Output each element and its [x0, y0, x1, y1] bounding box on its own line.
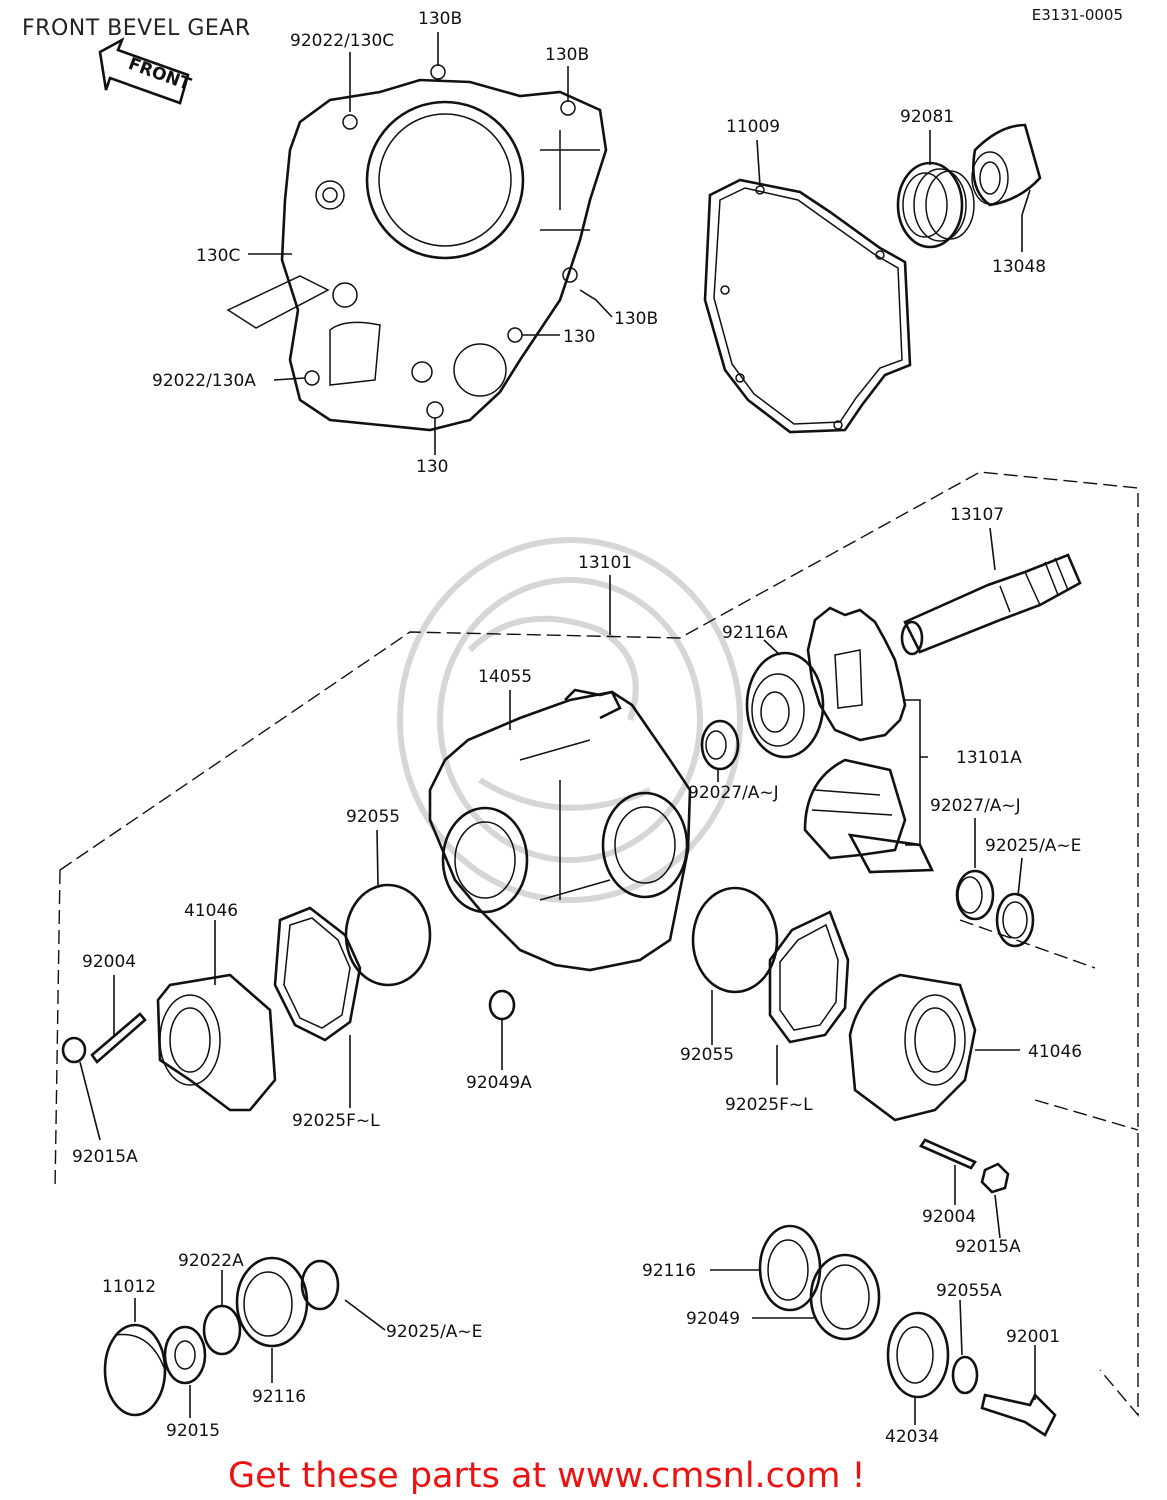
- label-92025-AE-bottom: 92025/A~E: [386, 1322, 482, 1342]
- label-11009: 11009: [726, 117, 780, 137]
- shim-92025FL-left: [273, 906, 362, 1042]
- label-92081: 92081: [900, 107, 954, 127]
- label-92015A-right: 92015A: [955, 1237, 1021, 1257]
- label-92001: 92001: [1006, 1327, 1060, 1347]
- stud-92004-right: [919, 1138, 977, 1170]
- shim-92025FL-right: [768, 910, 850, 1044]
- label-13107: 13107: [950, 505, 1004, 525]
- label-11012: 11012: [102, 1277, 156, 1297]
- nut-92015A-left: [61, 1036, 87, 1064]
- spring-92081: [896, 161, 975, 249]
- collar-92027-mid: [700, 719, 740, 771]
- label-13101: 13101: [578, 553, 632, 573]
- label-13101A: 13101A: [956, 748, 1022, 768]
- bevel-gear-upper: [806, 606, 907, 742]
- o-ring-92055-right: [691, 886, 779, 994]
- bearing-92116A: [745, 651, 825, 759]
- label-92055A: 92055A: [936, 1281, 1002, 1301]
- coupling-42034: [886, 1311, 950, 1399]
- label-130B-top: 130B: [418, 9, 462, 29]
- label-41046-left: 41046: [184, 901, 238, 921]
- oil-seal-92049: [809, 1253, 881, 1341]
- label-92049A: 92049A: [466, 1073, 532, 1093]
- promo-link-text[interactable]: Get these parts at www.cmsnl.com !: [228, 1456, 866, 1496]
- cam-13048: [971, 123, 1042, 207]
- label-92022-130A: 92022/130A: [152, 371, 256, 391]
- shim-92025-bottom: [300, 1259, 340, 1311]
- stud-92004-left: [90, 1012, 147, 1064]
- label-92022A: 92022A: [178, 1251, 244, 1271]
- gasket-11009: [703, 178, 912, 434]
- label-41046-right: 41046: [1028, 1042, 1082, 1062]
- page-title: FRONT BEVEL GEAR: [22, 16, 251, 41]
- bearing-housing-41046-right: [848, 973, 977, 1122]
- assembly-boundary: [59, 471, 1139, 1417]
- collar-92027-right: [955, 869, 995, 921]
- crankcase-cover: [226, 64, 608, 432]
- label-42034: 42034: [885, 1427, 939, 1447]
- label-92116A: 92116A: [722, 623, 788, 643]
- cap-11012: [103, 1323, 167, 1417]
- shaft-13107: [900, 553, 1082, 656]
- label-92025FL-left: 92025F~L: [292, 1111, 380, 1131]
- diagram-code: E3131-0005: [1031, 6, 1123, 24]
- label-130B-mid: 130B: [614, 309, 658, 329]
- label-92004-left: 92004: [82, 952, 136, 972]
- washer-92022A: [202, 1304, 242, 1356]
- label-130B-right: 130B: [545, 45, 589, 65]
- label-92004-right: 92004: [922, 1207, 976, 1227]
- label-92022-130C: 92022/130C: [290, 31, 394, 51]
- bearing-92116-bottom: [235, 1256, 309, 1348]
- shim-92025-right: [995, 892, 1035, 948]
- o-ring-92055A: [951, 1355, 979, 1395]
- label-92049: 92049: [686, 1309, 740, 1329]
- label-92025-AE-right: 92025/A~E: [985, 836, 1081, 856]
- label-130C: 130C: [196, 246, 240, 266]
- label-92025FL-right: 92025F~L: [725, 1095, 813, 1115]
- nut-92015A-right: [980, 1162, 1010, 1194]
- label-92027-mid: 92027/A~J: [688, 783, 779, 803]
- label-92015A-left: 92015A: [72, 1147, 138, 1167]
- label-92055-left: 92055: [346, 807, 400, 827]
- front-arrow-icon: FRONT: [98, 37, 194, 105]
- nut-92015: [163, 1325, 207, 1385]
- label-130-bottom: 130: [416, 457, 448, 477]
- label-14055: 14055: [478, 667, 532, 687]
- label-92055-mid: 92055: [680, 1045, 734, 1065]
- watermark-logo: [397, 537, 743, 903]
- collar-92049A: [488, 989, 516, 1021]
- label-92116-bottom: 92116: [252, 1387, 306, 1407]
- leader-lines: [79, 32, 1036, 1425]
- bevel-gear-13101A: [803, 758, 935, 874]
- label-130-right: 130: [563, 327, 595, 347]
- label-13048: 13048: [992, 257, 1046, 277]
- label-92116-right: 92116: [642, 1261, 696, 1281]
- bearing-housing-41046-left: [156, 973, 277, 1112]
- front-arrow-label: FRONT: [126, 54, 194, 95]
- label-92027-right: 92027/A~J: [930, 796, 1021, 816]
- housing-14055: [428, 688, 692, 972]
- bolt-92001: [980, 1392, 1057, 1437]
- label-92015: 92015: [166, 1421, 220, 1441]
